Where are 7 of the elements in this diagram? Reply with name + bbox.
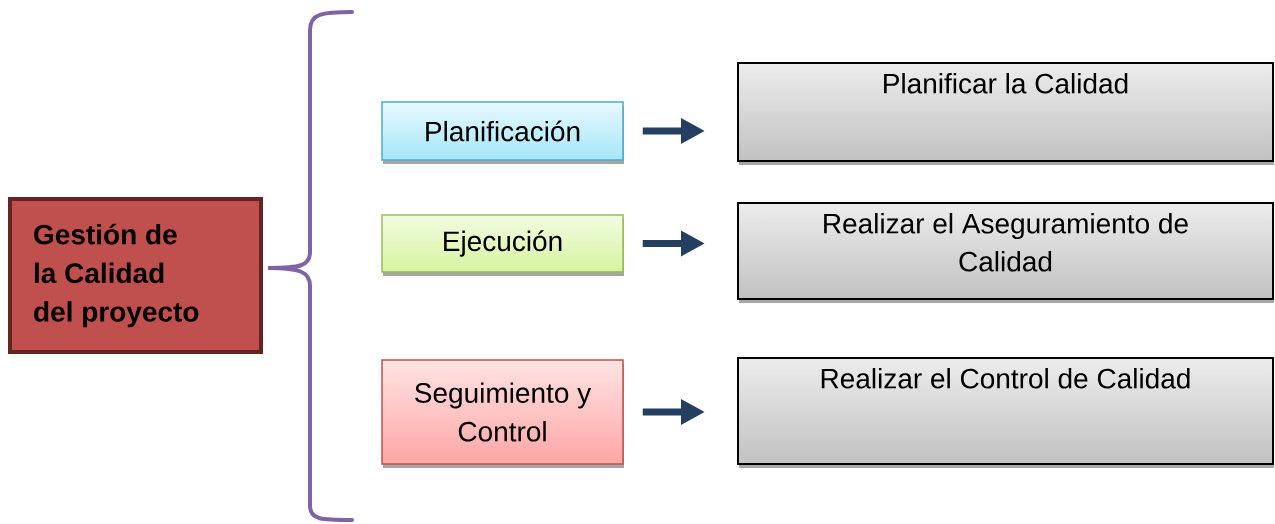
process-box: Planificar la Calidad [737, 62, 1274, 165]
process-box: Realizar el Control de Calidad [737, 357, 1274, 468]
phase-box: Ejecución [381, 214, 624, 276]
title-box: Gestión de la Calidad del proyecto [8, 197, 263, 354]
process-box: Realizar el Aseguramiento de Calidad [737, 202, 1274, 303]
phase-box: Seguimiento y Control [381, 359, 624, 468]
phase-box: Planificación [381, 101, 624, 164]
